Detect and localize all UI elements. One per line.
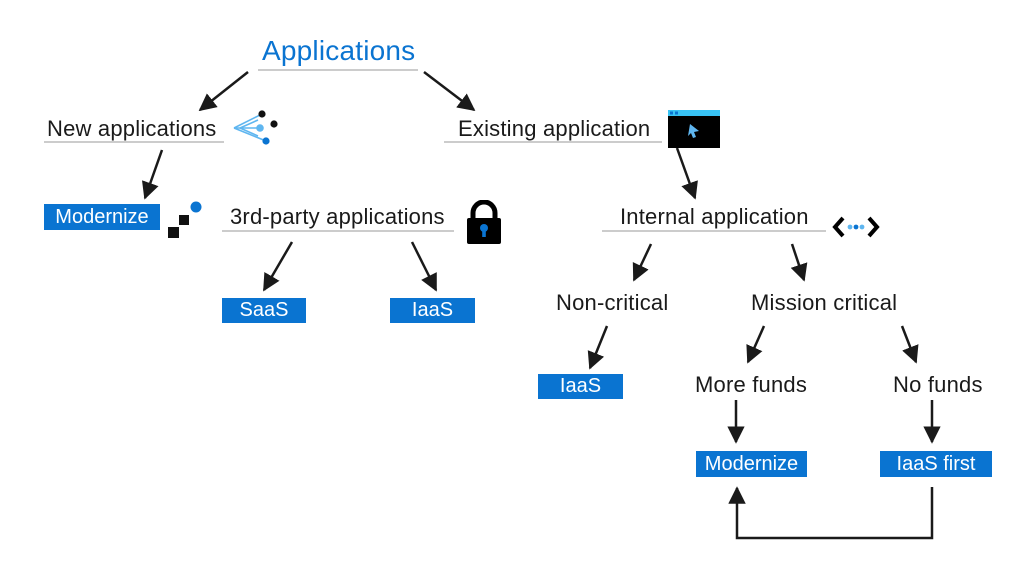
arrow-to-non-critical (632, 243, 653, 282)
diagram-title: Applications (262, 35, 416, 66)
arrow-to-mission-critical (790, 243, 808, 282)
arrow-to-internal-application (675, 147, 698, 200)
code-brackets-icon (832, 216, 880, 238)
node-more-funds: More funds (695, 372, 808, 397)
node-saas: SaaS (222, 298, 306, 323)
arrow-iaas-first-to-modernize (728, 486, 934, 540)
node-iaas-third-party: IaaS (390, 298, 475, 323)
arrow-to-no-funds (900, 325, 919, 364)
label-underlines (44, 69, 826, 232)
network-nodes-icon (233, 110, 278, 145)
node-modernize-funds: Modernize (696, 451, 807, 477)
node-no-funds: No funds (893, 372, 983, 397)
arrow-to-saas (262, 241, 294, 292)
window-cursor-icon (668, 110, 720, 148)
arrow-to-iaas-third-party (410, 241, 438, 292)
arrows (142, 71, 941, 540)
node-third-party-applications: 3rd-party applications (230, 204, 445, 229)
arrow-to-new-applications (198, 71, 249, 112)
arrow-to-modernize (142, 149, 164, 200)
node-iaas-non-critical: IaaS (538, 374, 623, 399)
node-internal-application: Internal application (620, 204, 809, 229)
node-non-critical: Non-critical (556, 290, 669, 315)
arrow-to-iaas-non-critical (587, 325, 609, 370)
node-existing-application: Existing application (458, 116, 651, 141)
arrow-to-existing-application (423, 71, 476, 112)
blocks-icon (168, 201, 202, 238)
node-modernize: Modernize (44, 204, 160, 230)
node-iaas-first: IaaS first (880, 451, 992, 477)
padlock-icon (467, 200, 501, 244)
arrow-to-more-funds (746, 325, 766, 364)
node-mission-critical: Mission critical (751, 290, 898, 315)
node-new-applications: New applications (47, 116, 217, 141)
